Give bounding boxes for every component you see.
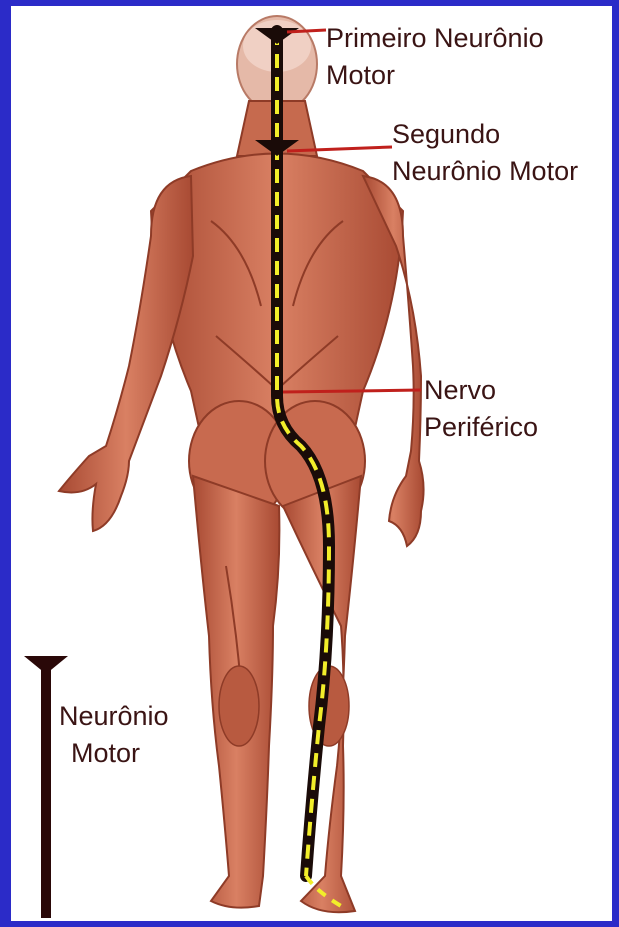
label-peripheral-nerve-line2: Periférico <box>424 409 538 446</box>
label-peripheral-nerve: Nervo Periférico <box>424 372 538 446</box>
motor-neuron-scale-bar <box>24 656 68 918</box>
label-motor-neuron: Neurônio Motor <box>59 698 169 772</box>
label-second-motor-neuron-line2: Neurônio Motor <box>392 153 578 190</box>
diagram-panel: Primeiro Neurônio Motor Segundo Neurônio… <box>11 6 612 921</box>
label-motor-neuron-line2: Motor <box>59 735 169 772</box>
label-second-motor-neuron-line1: Segundo <box>392 116 578 153</box>
label-first-motor-neuron: Primeiro Neurônio Motor <box>326 20 544 94</box>
label-first-motor-neuron-line1: Primeiro Neurônio <box>326 20 544 57</box>
label-second-motor-neuron: Segundo Neurônio Motor <box>392 116 578 190</box>
label-motor-neuron-line1: Neurônio <box>59 698 169 735</box>
label-peripheral-nerve-line1: Nervo <box>424 372 538 409</box>
human-body-back-view <box>59 16 424 912</box>
label-first-motor-neuron-line2: Motor <box>326 57 544 94</box>
